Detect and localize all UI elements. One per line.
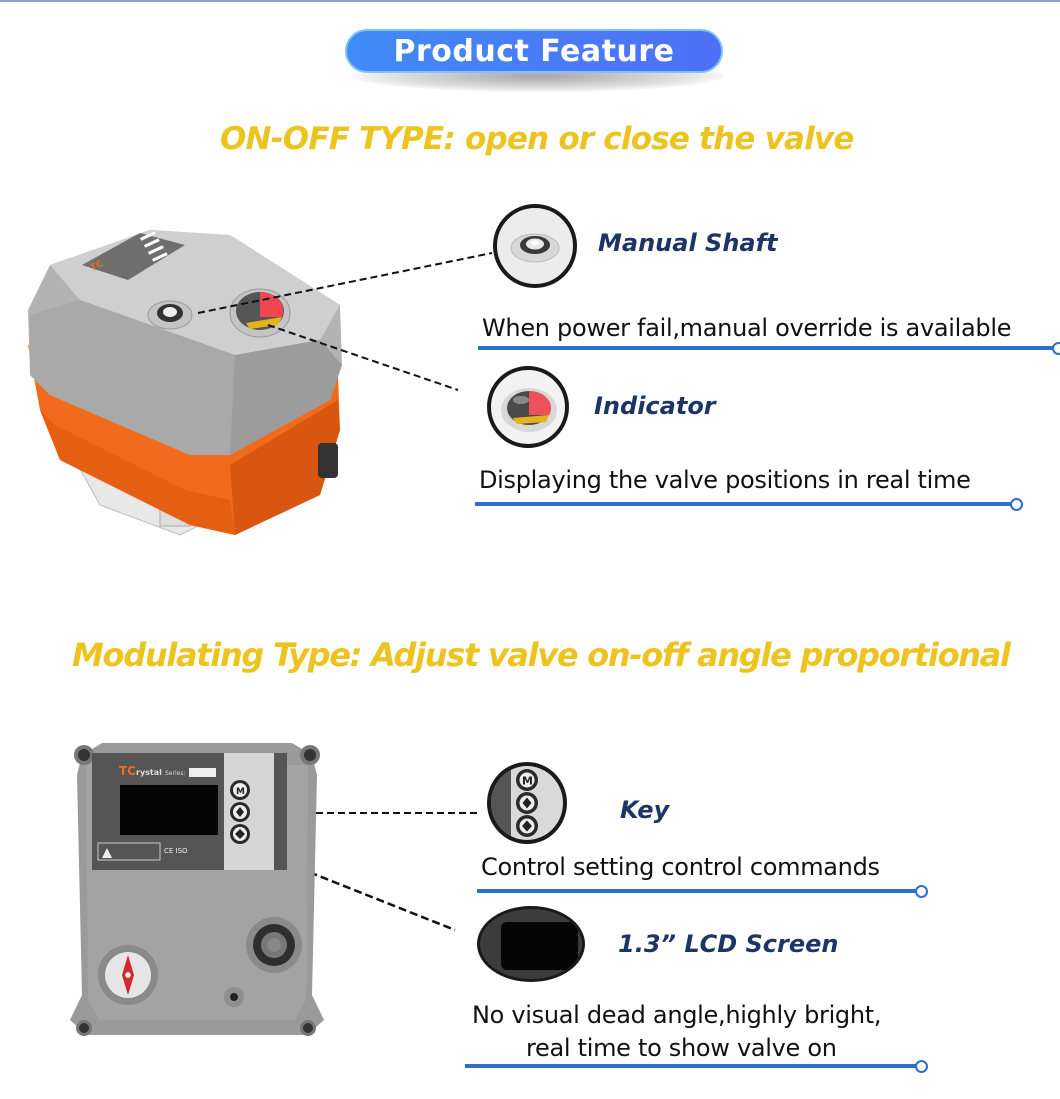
key-icon: M [491, 766, 538, 840]
feature-title-manual-shaft: Manual Shaft [598, 229, 778, 257]
feature-desc-key: Control setting control commands [481, 853, 880, 881]
cable-gland [246, 917, 302, 973]
feature-desc-manual-shaft: When power fail,manual override is avail… [482, 314, 1012, 342]
manual-shaft-thumbnail [493, 204, 577, 288]
underline-key [477, 889, 917, 893]
section-heading-modulating: Modulating Type: Adjust valve on-off ang… [72, 636, 1011, 674]
underline-lcd [465, 1064, 917, 1068]
key-thumbnail: M [487, 762, 567, 844]
indicator-icon [501, 388, 557, 432]
feature-title-key: Key [620, 796, 670, 824]
underline-end-dot [1010, 498, 1023, 511]
feature-title-lcd-screen: 1.3” LCD Screen [618, 930, 839, 958]
on-off-actuator-image: TC [28, 230, 342, 536]
warning-label [97, 842, 161, 861]
svg-text:M: M [236, 787, 245, 797]
svg-text:M: M [522, 775, 533, 788]
key-left-right-button [230, 802, 250, 822]
feature-desc-lcd-line2: real time to show valve on [526, 1034, 837, 1062]
feature-desc-lcd-line1: No visual dead angle,highly bright, [472, 1001, 882, 1029]
section-heading-on-off: ON-OFF TYPE: open or close the valve [220, 121, 854, 157]
ce-iso-mark: CE ISO [164, 847, 188, 855]
underline-indicator [475, 502, 1013, 506]
manual-knob [98, 945, 158, 1005]
feature-title-indicator: Indicator [594, 392, 716, 420]
series-label: Series: [165, 770, 185, 777]
modulating-actuator-image: TCrystal Series: CE ISO M [70, 743, 324, 1036]
screw [300, 1020, 316, 1036]
top-border [0, 0, 1060, 2]
banner-title: Product Feature [393, 33, 675, 69]
key-up-down-button [230, 824, 250, 844]
lcd-thumbnail [477, 906, 585, 982]
indicator-thumbnail [487, 366, 569, 448]
model-badge [189, 768, 216, 777]
leader-line-indicator [267, 324, 459, 391]
underline-end-dot [915, 885, 928, 898]
breather-plug [224, 987, 244, 1007]
key-m-button: M [230, 780, 250, 800]
underline-end-dot [915, 1060, 928, 1073]
lcd-display [120, 785, 218, 835]
banner-pill: Product Feature [345, 29, 723, 73]
screw [76, 1020, 92, 1036]
underline-manual-shaft [478, 346, 1054, 350]
lcd-screen-icon [501, 922, 578, 970]
screw [300, 745, 320, 765]
leader-line-lcd [197, 826, 456, 932]
underline-end-dot [1052, 342, 1060, 355]
screw [74, 745, 94, 765]
feature-desc-indicator: Displaying the valve positions in real t… [479, 466, 971, 494]
manual-shaft-button [147, 300, 193, 330]
leader-line-manual-shaft [197, 252, 493, 314]
nameplate: TC [82, 231, 185, 280]
manual-shaft-icon [510, 233, 560, 263]
brand-logo: TCrystal [119, 764, 162, 778]
